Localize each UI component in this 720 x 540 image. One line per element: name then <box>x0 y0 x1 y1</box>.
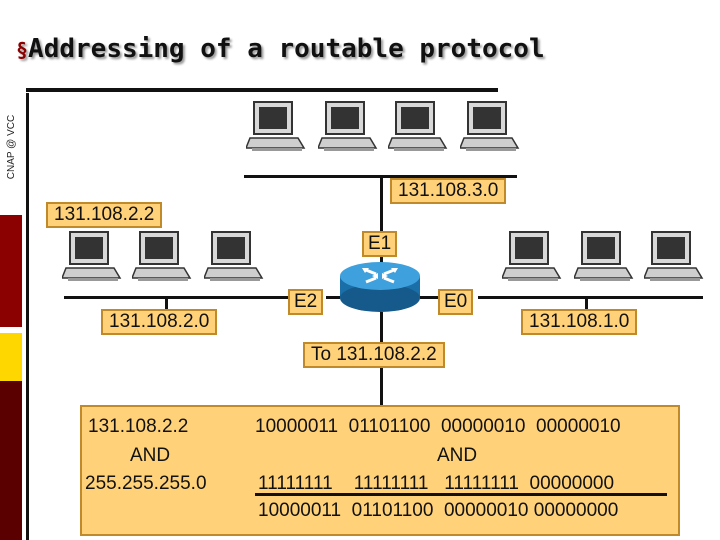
sidebar-white-block <box>0 0 22 215</box>
right-segment-wire <box>478 296 703 299</box>
sidebar-dark-block <box>0 381 22 540</box>
network-label-top: 131.108.3.0 <box>390 178 507 204</box>
pc-left-2 <box>130 230 192 290</box>
sidebar-yellow-block <box>0 333 22 381</box>
router-down-wire <box>380 312 383 342</box>
e0-router-wire <box>420 296 440 299</box>
pc-right-2 <box>572 230 634 290</box>
router-icon <box>340 262 420 312</box>
computer-icon <box>572 231 634 281</box>
left-segment-wire <box>64 296 290 299</box>
computer-icon <box>202 231 264 281</box>
right-tag-stem <box>585 296 588 310</box>
interface-label-e1: E1 <box>362 231 398 257</box>
e2-router-wire <box>326 296 340 299</box>
computer-icon <box>130 231 192 281</box>
computer-icon <box>60 231 122 281</box>
e1-router-wire <box>380 252 383 264</box>
bullet-icon: § <box>16 38 29 62</box>
frame-vertical-line <box>26 93 29 540</box>
top-drop-wire <box>380 175 383 231</box>
result-underline <box>255 493 667 496</box>
computer-icon <box>386 101 448 151</box>
pc-left-3 <box>202 230 264 290</box>
interface-label-e2: E2 <box>288 289 324 315</box>
slide-title-row: §Addressing of a routable protocol <box>16 34 545 64</box>
pc-left-1 <box>60 230 122 290</box>
frame-horizontal-line <box>26 88 498 92</box>
and-calculation-panel <box>80 405 680 536</box>
pc-top-3 <box>386 100 448 160</box>
interface-label-e0: E0 <box>438 289 474 315</box>
ip-address-decimal: 131.108.2.2 <box>88 416 189 437</box>
sidebar-red-block <box>0 215 22 327</box>
sidebar: CNAP @ VCC <box>0 0 22 540</box>
pc-top-1 <box>244 100 306 160</box>
destination-label: To 131.108.2.2 <box>303 342 445 368</box>
network-result-binary: 10000011 01101100 00000010 00000000 <box>258 500 619 521</box>
pc-top-2 <box>316 100 378 160</box>
left-tag-stem <box>165 296 168 310</box>
computer-icon <box>642 231 704 281</box>
host-address-label: 131.108.2.2 <box>46 202 163 228</box>
subnet-mask-binary: 11111111 11111111 11111111 00000000 <box>258 473 615 494</box>
and-operator-right: AND <box>437 445 478 466</box>
pc-top-4 <box>458 100 520 160</box>
subnet-mask-decimal: 255.255.255.0 <box>85 473 207 494</box>
pc-right-1 <box>500 230 562 290</box>
sidebar-label: CNAP @ VCC <box>6 114 17 180</box>
network-label-left: 131.108.2.0 <box>101 309 218 335</box>
slide-title: Addressing of a routable protocol <box>28 34 545 64</box>
network-label-right: 131.108.1.0 <box>521 309 638 335</box>
computer-icon <box>458 101 520 151</box>
and-operator-left: AND <box>130 445 171 466</box>
computer-icon <box>244 101 306 151</box>
router <box>336 258 424 314</box>
destination-down-wire <box>380 368 383 405</box>
ip-address-binary: 10000011 01101100 00000010 00000010 <box>255 416 621 437</box>
pc-right-3 <box>642 230 704 290</box>
computer-icon <box>500 231 562 281</box>
computer-icon <box>316 101 378 151</box>
